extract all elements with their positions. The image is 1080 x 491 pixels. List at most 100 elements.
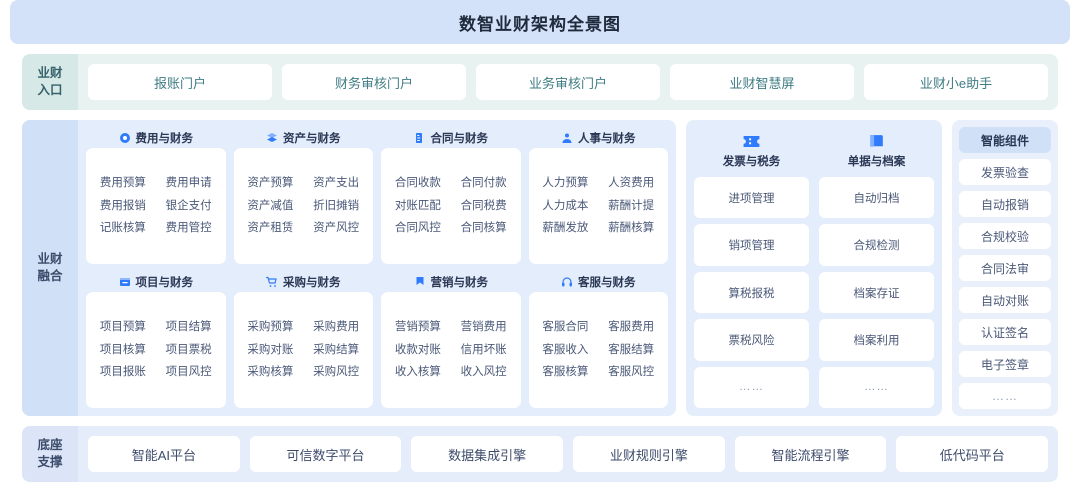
fusion-module-card: 采购预算 采购费用采购对账 采购结算采购核算 采购风控 <box>233 292 373 408</box>
fusion-module-card: 人力预算 人资费用人力成本 薪酬计提薪酬发放 薪酬核算 <box>528 148 668 264</box>
vertical-column: 发票与税务进项管理销项管理算税报税票税风险…… <box>694 128 809 409</box>
module-item[interactable]: 项目风控 <box>165 366 212 379</box>
module-item[interactable]: 合同收款 <box>394 177 441 190</box>
archive-icon <box>867 132 886 151</box>
base-platform-label: 业财规则引擎 <box>609 447 688 463</box>
module-item[interactable]: 营销费用 <box>460 321 507 334</box>
module-item[interactable]: 收入风控 <box>460 366 507 379</box>
module-item[interactable]: 项目核算 <box>99 343 146 356</box>
entry-portal-chip[interactable]: 业财小e助手 <box>864 64 1048 100</box>
module-item-row: 采购对账 采购结算 <box>238 341 370 359</box>
sidebar-item[interactable]: …… <box>959 383 1051 409</box>
module-item-row: 费用报销 银企支付 <box>90 197 222 215</box>
module-item[interactable]: 资产风控 <box>313 222 360 235</box>
entry-portal-label: 业财小e助手 <box>919 75 993 91</box>
vertical-column-item[interactable]: 销项管理 <box>694 224 809 266</box>
vertical-column-item[interactable]: 档案利用 <box>819 319 934 361</box>
fusion-module-header: 客服与财务 <box>529 272 669 292</box>
base-platform-chip[interactable]: 低代码平台 <box>896 436 1049 472</box>
fusion-module-card: 费用预算 费用申请费用报销 银企支付记账核算 费用管控 <box>86 148 226 264</box>
module-item[interactable]: 记账核算 <box>99 222 146 235</box>
fusion-modules: 费用与财务费用预算费用申请费用报销银企支付记账核算费用管控资产与财务资产预算资产… <box>78 120 676 416</box>
module-item[interactable]: 客服结算 <box>608 343 655 356</box>
entry-portal-chip[interactable]: 报账门户 <box>88 64 272 100</box>
vertical-column-item[interactable]: …… <box>694 366 809 409</box>
sidebar-item[interactable]: 认证签名 <box>959 319 1051 345</box>
sidebar-item[interactable]: 自动对账 <box>959 287 1051 313</box>
entry-portal-chip[interactable]: 业务审核门户 <box>476 64 660 100</box>
cart-icon <box>266 276 278 288</box>
vertical-column-item[interactable]: 票税风险 <box>694 319 809 361</box>
entry-portal-chip[interactable]: 财务审核门户 <box>282 64 466 100</box>
module-item[interactable]: 客服费用 <box>608 321 655 334</box>
module-item[interactable]: 对账匹配 <box>394 199 441 212</box>
vertical-column-item[interactable]: 自动归档 <box>819 177 934 219</box>
sidebar-item[interactable]: 电子签章 <box>959 351 1051 377</box>
sidebar-item[interactable]: 合规校验 <box>959 223 1051 249</box>
sidebar-item[interactable]: 合同法审 <box>959 255 1051 281</box>
module-item[interactable]: 折旧摊销 <box>313 199 360 212</box>
module-item[interactable]: 客服核算 <box>542 366 589 379</box>
fusion-module-title: 资产与财务 <box>283 133 341 145</box>
fusion-module: 费用与财务费用预算费用申请费用报销银企支付记账核算费用管控 <box>86 128 226 264</box>
module-item[interactable]: 资产减值 <box>247 199 294 212</box>
module-item[interactable]: 薪酬计提 <box>608 199 655 212</box>
module-item[interactable]: 项目报账 <box>99 366 146 379</box>
module-item[interactable]: 项目结算 <box>165 321 212 334</box>
module-item[interactable]: 收款对账 <box>394 343 441 356</box>
module-item[interactable]: 资产预算 <box>247 177 294 190</box>
base-platform-chip[interactable]: 业财规则引擎 <box>573 436 725 472</box>
module-item[interactable]: 费用申请 <box>165 177 212 190</box>
module-item[interactable]: 项目预算 <box>99 321 146 334</box>
module-item[interactable]: 人资费用 <box>608 177 655 190</box>
entry-portal-chip[interactable]: 业财智慧屏 <box>670 64 854 100</box>
module-item[interactable]: 费用预算 <box>99 177 146 190</box>
module-item[interactable]: 费用报销 <box>99 199 146 212</box>
module-item[interactable]: 薪酬核算 <box>608 222 655 235</box>
page-header: 数智业财架构全景图 <box>10 0 1070 44</box>
module-item[interactable]: 采购费用 <box>313 321 360 334</box>
vertical-column-item[interactable]: 合规检测 <box>819 224 934 266</box>
vertical-column-item[interactable]: 档案存证 <box>819 271 934 314</box>
fusion-module-card: 合同收款 合同付款对账匹配 合同税费合同风控 合同核算 <box>381 148 521 264</box>
module-item[interactable]: 人力成本 <box>542 199 589 212</box>
vertical-column-item[interactable]: 进项管理 <box>694 177 809 219</box>
base-row-items: 智能AI平台可信数字平台数据集成引擎 业财规则引擎 智能流程引擎低代码平台 <box>78 426 1058 482</box>
module-item[interactable]: 人力预算 <box>542 177 589 190</box>
sidebar-item[interactable]: 发票验查 <box>959 159 1051 185</box>
module-item[interactable]: 采购风控 <box>313 366 360 379</box>
module-item[interactable]: 客服风控 <box>608 366 655 379</box>
module-item[interactable]: 收入核算 <box>394 366 441 379</box>
module-item-row: 收款对账 信用坏账 <box>385 341 517 359</box>
entry-portal-label: 报账门户 <box>153 75 206 91</box>
vertical-column-item[interactable]: …… <box>819 366 934 409</box>
vertical-column-item[interactable]: 算税报税 <box>694 271 809 314</box>
coin-icon <box>119 132 131 144</box>
module-item[interactable]: 采购核算 <box>247 366 294 379</box>
module-item[interactable]: 薪酬发放 <box>542 222 589 235</box>
module-item[interactable]: 资产支出 <box>313 177 360 190</box>
sidebar-item[interactable]: 自动报销 <box>959 191 1051 217</box>
module-item[interactable]: 采购预算 <box>247 321 294 334</box>
vertical-column: 单据与档案自动归档合规检测档案存证档案利用…… <box>819 128 934 409</box>
module-item[interactable]: 银企支付 <box>165 199 212 212</box>
module-item[interactable]: 费用管控 <box>165 222 212 235</box>
base-platform-chip[interactable]: 可信数字平台 <box>249 436 402 472</box>
module-item[interactable]: 资产租赁 <box>247 222 294 235</box>
module-item[interactable]: 信用坏账 <box>460 343 507 356</box>
fusion-modules-row-top: 费用与财务费用预算费用申请费用报销银企支付记账核算费用管控资产与财务资产预算资产… <box>86 128 668 264</box>
base-platform-chip[interactable]: 智能AI平台 <box>88 436 240 472</box>
base-platform-chip[interactable]: 智能流程引擎 <box>734 436 887 472</box>
module-item[interactable]: 合同核算 <box>460 222 507 235</box>
module-item[interactable]: 合同税费 <box>460 199 507 212</box>
module-item[interactable]: 合同付款 <box>460 177 507 190</box>
module-item[interactable]: 采购结算 <box>313 343 360 356</box>
base-platform-chip[interactable]: 数据集成引擎 <box>411 436 564 472</box>
module-item[interactable]: 合同风控 <box>394 222 441 235</box>
module-item[interactable]: 项目票税 <box>165 343 212 356</box>
module-item[interactable]: 客服收入 <box>542 343 589 356</box>
module-item[interactable]: 营销预算 <box>394 321 441 334</box>
module-item[interactable]: 采购对账 <box>247 343 294 356</box>
module-item[interactable]: 客服合同 <box>542 321 589 334</box>
